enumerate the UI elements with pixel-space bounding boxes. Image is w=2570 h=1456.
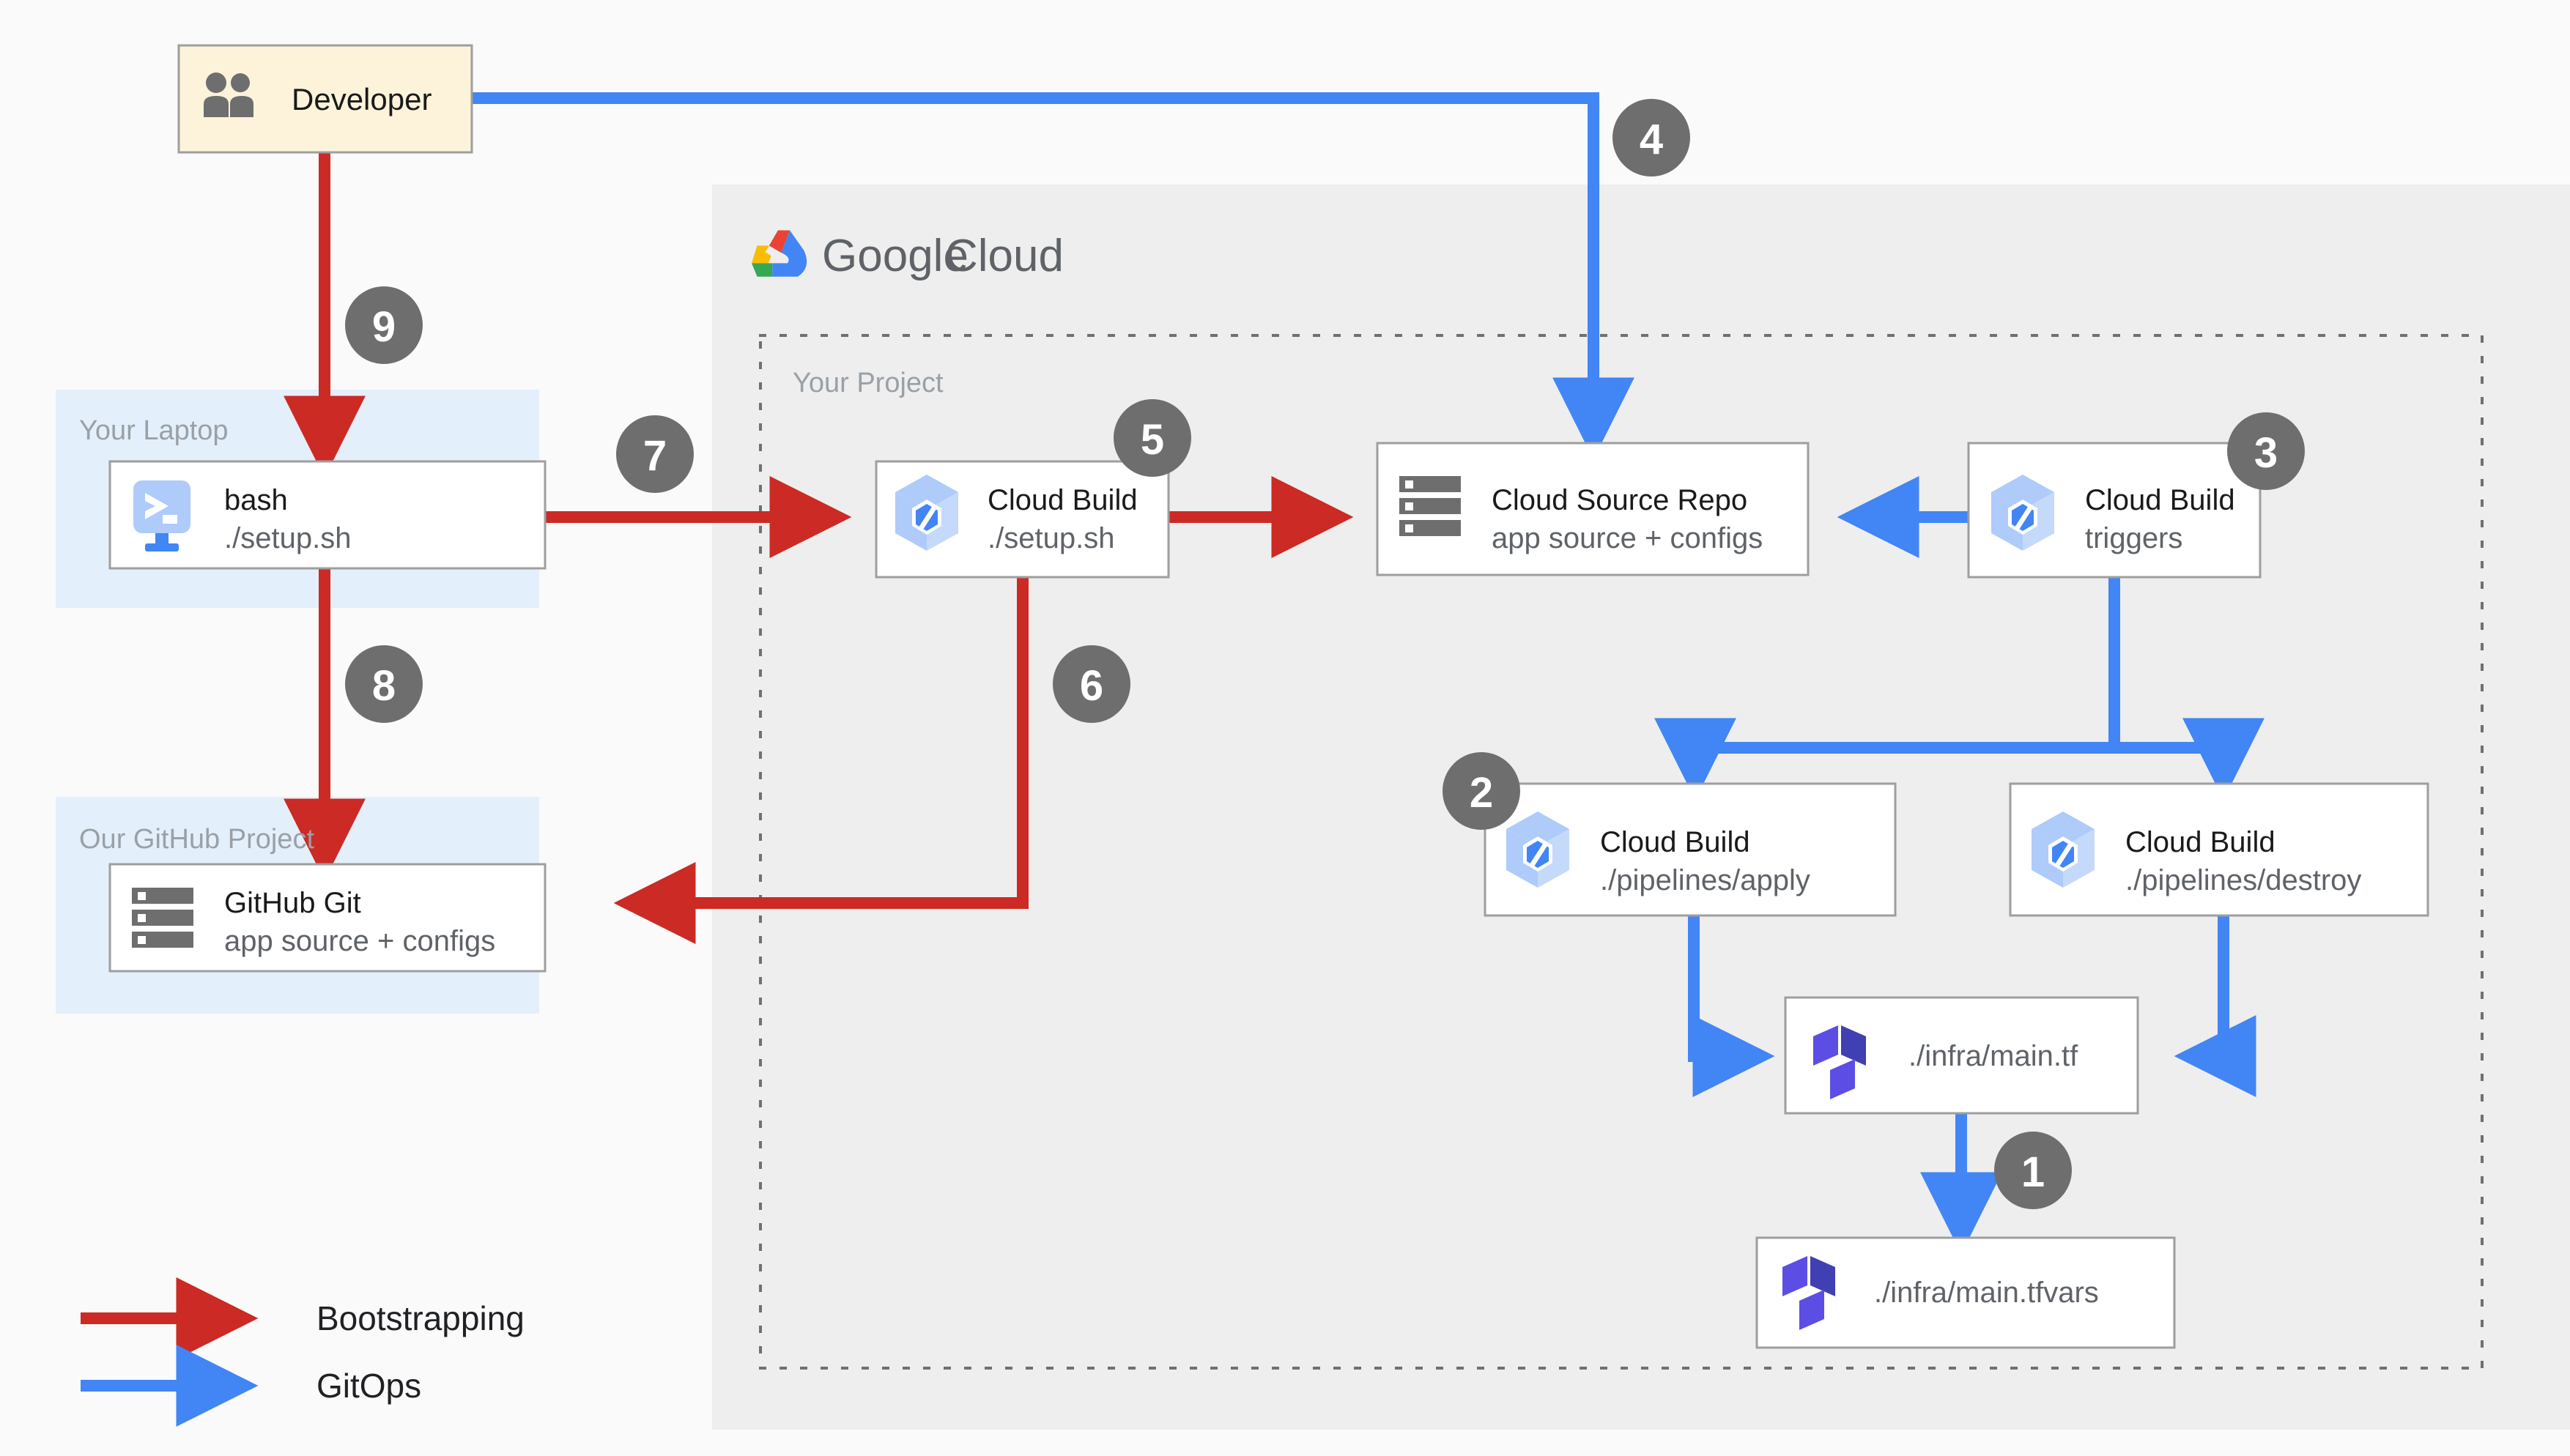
project-zone xyxy=(759,334,2484,1370)
repository-icon xyxy=(132,888,193,948)
node-bash[interactable]: bash ./setup.sh xyxy=(108,460,547,570)
node-cloudbuild-triggers-sub: triggers xyxy=(2085,522,2182,554)
badge-2-number: 2 xyxy=(1470,769,1493,817)
legend-bootstrapping-label: Bootstrapping xyxy=(316,1299,525,1337)
arrow-apply-to-maintf xyxy=(1688,915,1775,1097)
google-cloud-logo xyxy=(752,230,807,277)
google-cloud-word-google: Google xyxy=(822,231,969,281)
badge-7-number: 7 xyxy=(643,432,667,480)
badge-6: 6 xyxy=(1053,645,1130,723)
node-main-tf[interactable]: ./infra/main.tf xyxy=(1784,996,2139,1115)
terraform-icon xyxy=(1813,1025,1866,1099)
node-cloud-source-repo-title: Cloud Source Repo xyxy=(1492,484,1747,516)
terraform-icon xyxy=(1782,1256,1835,1330)
node-cloud-source-repo-sub: app source + configs xyxy=(1492,522,1763,554)
badge-1: 1 xyxy=(1994,1132,2072,1209)
node-cloudbuild-triggers-title: Cloud Build xyxy=(2085,484,2235,516)
people-icon xyxy=(204,73,253,117)
cloud-build-icon xyxy=(1506,811,1569,888)
node-cloudbuild-apply-title: Cloud Build xyxy=(1600,826,1750,858)
badge-9-number: 9 xyxy=(372,303,396,351)
arrow-triggers-to-destroy xyxy=(2114,718,2265,801)
node-cloudbuild-setup[interactable]: Cloud Build ./setup.sh xyxy=(875,460,1170,579)
legend-gitops-label: GitOps xyxy=(316,1367,421,1405)
badge-9: 9 xyxy=(345,286,423,364)
github-zone-label: Our GitHub Project xyxy=(79,824,314,855)
arrow-destroy-to-maintf xyxy=(2174,915,2256,1097)
badge-4-number: 4 xyxy=(1640,116,1663,163)
badge-6-number: 6 xyxy=(1080,662,1103,710)
badge-8-number: 8 xyxy=(372,662,396,710)
badge-4: 4 xyxy=(1612,99,1690,177)
laptop-zone-label: Your Laptop xyxy=(79,415,229,446)
node-cloudbuild-apply[interactable]: Cloud Build ./pipelines/apply xyxy=(1484,782,1897,917)
arrow-developer-to-source-repo xyxy=(472,92,1634,460)
node-github-git-title: GitHub Git xyxy=(224,887,361,919)
badge-3-number: 3 xyxy=(2254,429,2278,477)
node-cloudbuild-setup-title: Cloud Build xyxy=(988,484,1138,516)
node-cloudbuild-triggers[interactable]: Cloud Build triggers xyxy=(1967,442,2262,579)
cloud-build-icon xyxy=(895,475,958,551)
node-cloudbuild-setup-sub: ./setup.sh xyxy=(988,522,1114,554)
node-bash-sub: ./setup.sh xyxy=(224,522,351,554)
badge-3: 3 xyxy=(2227,412,2305,490)
google-cloud-word-cloud: Cloud xyxy=(945,231,1064,281)
badge-5: 5 xyxy=(1114,399,1191,477)
node-main-tfvars[interactable]: ./infra/main.tfvars xyxy=(1755,1236,2176,1349)
legend-item-gitops: GitOps xyxy=(81,1345,421,1427)
legend-item-bootstrapping: Bootstrapping xyxy=(81,1277,525,1359)
cloud-build-icon xyxy=(2032,811,2095,888)
node-github-git-sub: app source + configs xyxy=(224,925,495,957)
badge-5-number: 5 xyxy=(1141,416,1164,464)
cloud-build-icon xyxy=(1991,475,2054,551)
badge-1-number: 1 xyxy=(2021,1148,2045,1196)
arrow-triggers-to-apply xyxy=(1654,577,2120,801)
badge-2: 2 xyxy=(1443,752,1520,830)
node-main-tfvars-sub: ./infra/main.tfvars xyxy=(1874,1277,2099,1309)
node-bash-title: bash xyxy=(224,484,288,516)
node-github-git[interactable]: GitHub Git app source + configs xyxy=(108,863,547,973)
badge-8: 8 xyxy=(345,645,423,723)
legend: Bootstrapping GitOps xyxy=(81,1277,525,1427)
repository-icon xyxy=(1399,476,1461,536)
node-cloudbuild-destroy[interactable]: Cloud Build ./pipelines/destroy xyxy=(2009,782,2429,917)
node-developer-title: Developer xyxy=(292,82,432,116)
node-cloudbuild-apply-sub: ./pipelines/apply xyxy=(1600,864,1810,896)
node-cloudbuild-destroy-sub: ./pipelines/destroy xyxy=(2125,864,2361,896)
badge-7: 7 xyxy=(616,415,694,493)
terminal-icon xyxy=(133,480,190,551)
node-cloud-source-repo[interactable]: Cloud Source Repo app source + configs xyxy=(1376,442,1810,576)
project-zone-label: Your Project xyxy=(793,368,944,398)
node-main-tf-sub: ./infra/main.tf xyxy=(1908,1040,2078,1072)
node-developer[interactable]: Developer xyxy=(177,44,473,154)
node-cloudbuild-destroy-title: Cloud Build xyxy=(2125,826,2275,858)
arrow-cloudbuild-to-github xyxy=(613,577,1029,944)
